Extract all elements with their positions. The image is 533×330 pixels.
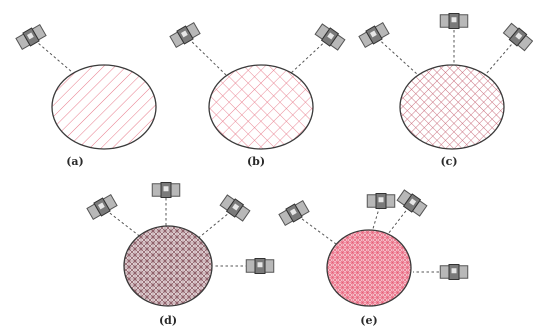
panel-label-a: (a) (66, 155, 84, 168)
satellite-icon (85, 193, 119, 221)
link-line (184, 34, 227, 76)
satellite-icon (151, 181, 181, 199)
panel-label-e: (e) (360, 314, 378, 327)
panel-c (357, 12, 533, 150)
panel-label-c: (c) (440, 155, 458, 168)
coverage-area (399, 64, 505, 150)
panel-label-d: (d) (158, 314, 178, 327)
satellite-icon (439, 12, 469, 30)
link-line (30, 36, 73, 73)
satellite-icon (14, 23, 48, 51)
coverage-area (326, 229, 412, 307)
satellite-icon (357, 21, 391, 49)
panel-a (14, 23, 157, 150)
satellite-icon (502, 21, 533, 53)
satellite-icon (439, 263, 469, 281)
satellite-icon (218, 193, 252, 223)
panel-label-b: (b) (246, 155, 266, 168)
panel-b (168, 21, 347, 150)
satellite-icon (168, 21, 202, 49)
coverage-area (51, 64, 157, 150)
satellite-icon (395, 188, 429, 218)
link-line (101, 206, 143, 239)
link-line (289, 36, 331, 75)
satellite-icon (277, 199, 311, 227)
link-line (293, 212, 337, 245)
link-line (373, 34, 418, 75)
coverage-area (208, 64, 314, 150)
satellite-icon (313, 22, 347, 52)
satellite-icon (366, 192, 396, 210)
panel-e (277, 188, 469, 307)
link-line (485, 36, 519, 75)
satellite-icon (245, 257, 275, 275)
link-line (195, 207, 236, 241)
panel-d (85, 181, 275, 307)
coverage-area (123, 225, 213, 307)
